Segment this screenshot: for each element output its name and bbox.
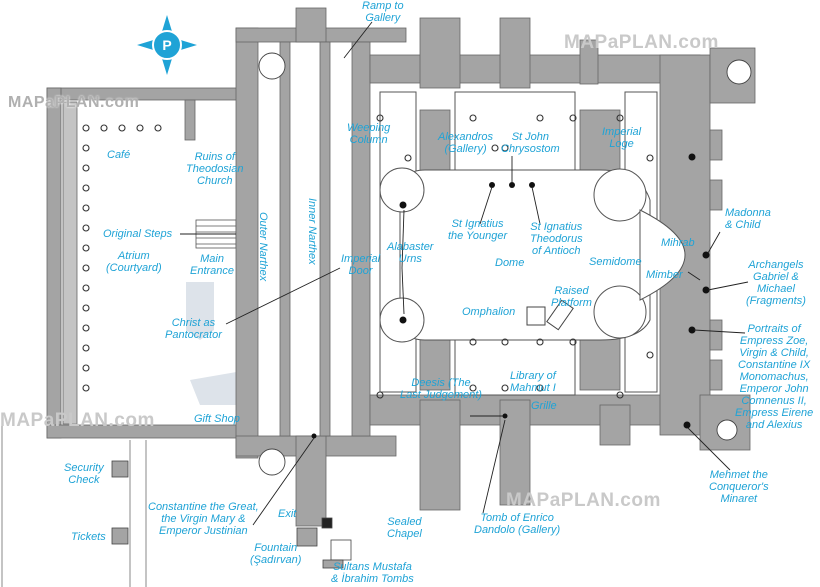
site-boundary — [1, 420, 147, 587]
watermark-bottom: MAPaPLAN.com — [506, 490, 661, 511]
label-tomb-enrico: Tomb of Enrico Dandolo (Gallery) — [474, 512, 561, 536]
label-omphalion: Omphalion — [462, 306, 516, 318]
label-mehmet: Mehmet the Conqueror's Minaret — [709, 469, 769, 505]
label-tickets: Tickets — [71, 531, 106, 543]
label-sultans: Sultans Mustafa & İbrahim Tombs — [331, 561, 414, 585]
watermark-top: MAPaPLAN.com — [564, 32, 719, 53]
label-ruins: Ruins of Theodosian Church — [186, 151, 244, 187]
nave-columns — [376, 114, 654, 399]
label-weeping-column: Weeping Column — [347, 122, 391, 146]
label-atrium: Atrium (Courtyard) — [106, 250, 162, 274]
label-library: Library of Mahmut I — [510, 370, 556, 394]
exterior-boxes — [111, 460, 352, 569]
label-outer-narthex: Outer Narthex — [257, 212, 269, 282]
label-st-ignatius-theodorus: St Ignatius Theodorus of Antioch — [530, 221, 583, 257]
label-grille: Grille — [531, 400, 557, 412]
label-imperial-door: Imperial Door — [341, 253, 381, 277]
label-gift-shop: Gift Shop — [194, 413, 240, 425]
label-cafe: Café — [107, 149, 131, 161]
nave-interior — [379, 91, 686, 396]
label-archangels: Archangels Gabriel & Michael (Fragments) — [746, 259, 806, 307]
label-alexandros: Alexandros (Gallery) — [438, 131, 494, 155]
label-semidome: Semidome — [589, 256, 642, 268]
atrium-columns — [82, 124, 162, 392]
building-walls — [235, 7, 756, 527]
label-main-entrance: Main Entrance — [190, 253, 235, 277]
watermark-left: MAPaPLAN.com — [8, 94, 140, 111]
label-mimber: Mimber — [646, 269, 683, 281]
label-imperial-loge: Imperial Loge — [602, 126, 642, 150]
label-madonna: Madonna & Child — [725, 207, 771, 231]
label-portraits: Portraits of Empress Zoe, Virgin & Child… — [735, 323, 814, 431]
label-mihrab: Mihrab — [661, 237, 695, 249]
label-original-steps: Original Steps — [103, 228, 173, 240]
label-deesis: Deesis (The Last Judgement) — [400, 377, 482, 401]
label-christ: Christ as Pantocrator — [165, 317, 222, 341]
ruins-patches — [186, 282, 248, 405]
label-st-john: St John Chrysostom — [501, 131, 560, 155]
raised-platform — [526, 299, 574, 331]
label-security-check: Security Check — [64, 462, 104, 486]
label-fountain: Fountain (Şadırvan) — [250, 542, 302, 566]
label-exit: Exit — [278, 508, 297, 520]
label-dome: Dome — [495, 257, 525, 269]
label-ramp-to-gallery: Ramp to Gallery — [362, 0, 404, 24]
svg-text:P: P — [162, 37, 171, 53]
label-inner-narthex: Inner Narthex — [306, 198, 318, 265]
label-raised-platform: Raised Platform — [551, 285, 592, 309]
spiral-stairs — [258, 52, 752, 476]
map-logo-star-icon: P — [137, 15, 197, 75]
label-sealed-chapel: Sealed Chapel — [387, 516, 422, 540]
label-st-ignatius-younger: St Ignatius the Younger — [448, 218, 508, 242]
label-constantine: Constantine the Great, the Virgin Mary &… — [148, 501, 259, 537]
leader-lines — [180, 21, 749, 526]
watermark-mid: MAPaPLAN.com — [0, 410, 155, 431]
point-markers — [311, 153, 710, 439]
label-alabaster-urns: Alabaster Urns — [387, 241, 434, 265]
